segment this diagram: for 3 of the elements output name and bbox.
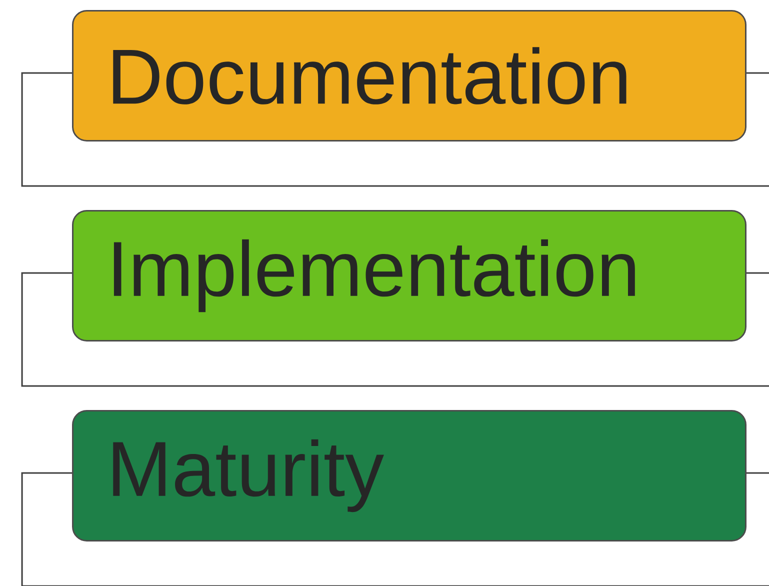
label-box: Implementation <box>72 210 746 342</box>
label-box: Documentation <box>72 10 746 142</box>
label-box: Maturity <box>72 410 746 542</box>
